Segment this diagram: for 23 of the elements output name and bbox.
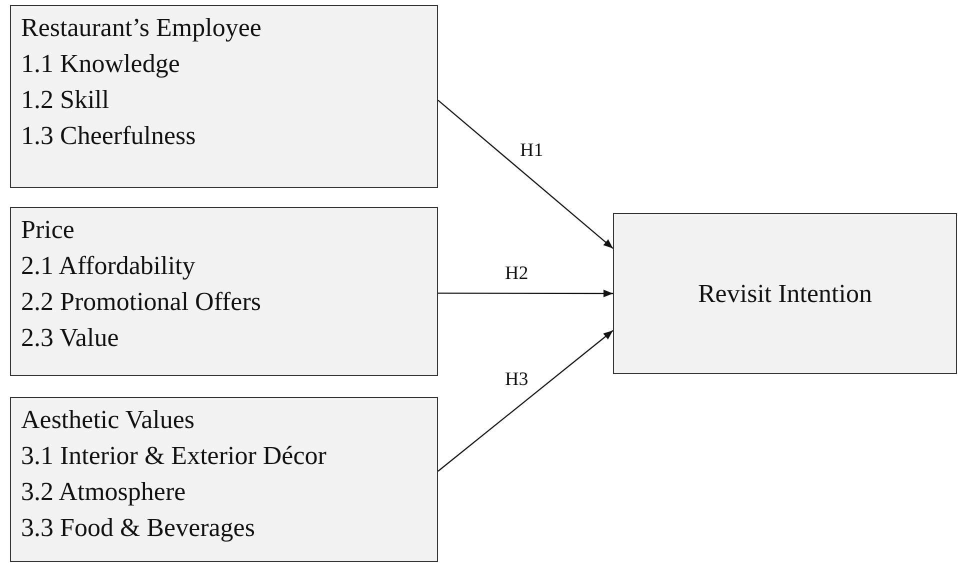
concept-box <box>613 213 957 374</box>
edge-label: H2 <box>505 263 528 285</box>
construct-title: Revisit Intention <box>698 278 872 310</box>
indicator-text: 2.2 Promotional Offers <box>21 286 262 318</box>
arrow <box>438 100 614 249</box>
construct-title: Price <box>21 214 76 246</box>
construct-title: Aesthetic Values <box>21 404 196 436</box>
concept-box <box>10 5 438 188</box>
indicator-text: 1.2 Skill <box>21 84 110 116</box>
concept-box <box>10 207 438 376</box>
edge-label: H3 <box>505 369 528 391</box>
arrow <box>438 330 614 472</box>
indicator-text: 2.1 Affordability <box>21 250 196 282</box>
indicator-text: 3.1 Interior & Exterior Décor <box>21 440 328 472</box>
indicator-text: 1.1 Knowledge <box>21 48 181 80</box>
construct-title: Restaurant’s Employee <box>21 12 262 44</box>
indicator-text: 2.3 Value <box>21 322 120 354</box>
indicator-text: 1.3 Cheerfulness <box>21 120 197 152</box>
indicator-text: 3.2 Atmosphere <box>21 476 187 508</box>
indicator-text: 3.3 Food & Beverages <box>21 512 256 544</box>
arrow <box>438 290 613 298</box>
edge-label: H1 <box>520 140 544 162</box>
concept-box <box>10 397 438 562</box>
